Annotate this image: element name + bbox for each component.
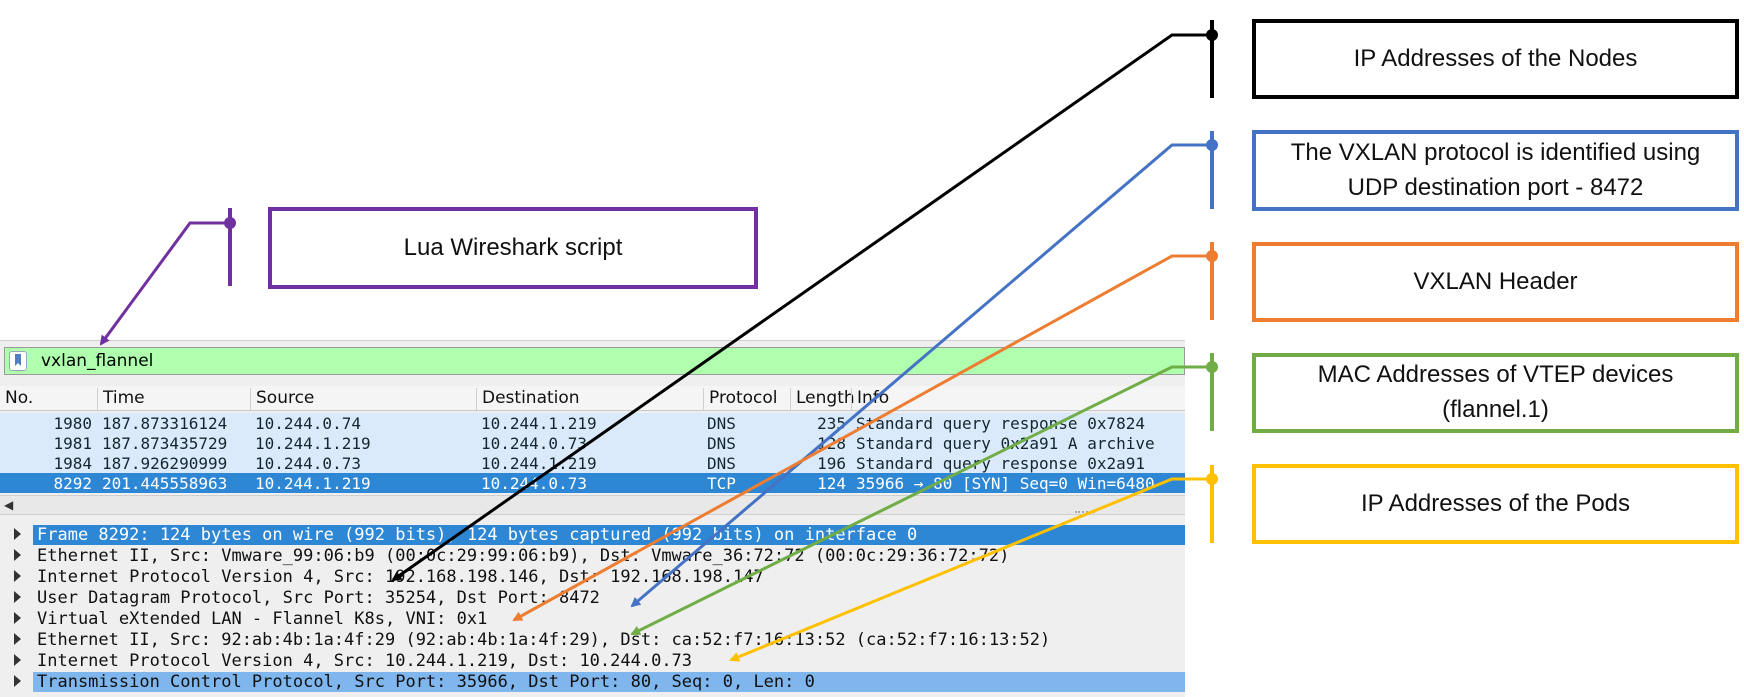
packet-info: Standard query response 0x7824 xyxy=(856,414,1145,433)
callout-vxlan-header: VXLAN Header xyxy=(1252,242,1739,322)
packet-protocol: DNS xyxy=(707,454,736,473)
packet-list-header: No. Time Source Destination Protocol Len… xyxy=(0,386,1185,411)
detail-row-ipv4-inner[interactable]: Internet Protocol Version 4, Src: 10.244… xyxy=(0,650,1185,671)
expand-arrow-icon[interactable] xyxy=(14,612,21,624)
detail-text: Frame 8292: 124 bytes on wire (992 bits)… xyxy=(33,525,1185,545)
packet-destination: 10.244.0.73 xyxy=(481,434,587,453)
packet-length: 196 xyxy=(817,454,846,473)
packet-source: 10.244.1.219 xyxy=(255,474,371,493)
column-header-time[interactable]: Time xyxy=(97,388,251,410)
packet-protocol: DNS xyxy=(707,434,736,453)
callout-text: IP Addresses of the Nodes xyxy=(1353,44,1638,72)
packet-destination: 10.244.0.73 xyxy=(481,474,587,493)
detail-row-ipv4-outer[interactable]: Internet Protocol Version 4, Src: 192.16… xyxy=(0,566,1185,587)
packet-no: 8292 xyxy=(53,474,92,493)
detail-text: Ethernet II, Src: Vmware_99:06:b9 (00:0c… xyxy=(37,546,1010,566)
callout-pod-ips: IP Addresses of the Pods xyxy=(1252,464,1739,544)
packet-protocol: TCP xyxy=(707,474,736,493)
detail-row-vxlan[interactable]: Virtual eXtended LAN - Flannel K8s, VNI:… xyxy=(0,608,1185,629)
expand-arrow-icon[interactable] xyxy=(14,654,21,666)
detail-row-ethernet-outer[interactable]: Ethernet II, Src: Vmware_99:06:b9 (00:0c… xyxy=(0,545,1185,566)
packet-destination: 10.244.1.219 xyxy=(481,414,597,433)
packet-row[interactable]: 1981 187.873435729 10.244.1.219 10.244.0… xyxy=(0,433,1185,453)
display-filter-bar[interactable]: vxlan_flannel xyxy=(4,347,1185,375)
packet-no: 1981 xyxy=(53,434,92,453)
packet-length: 128 xyxy=(817,434,846,453)
callout-vxlan-udp-port: The VXLAN protocol is identified using U… xyxy=(1252,130,1739,211)
expand-arrow-icon[interactable] xyxy=(14,633,21,645)
column-header-length[interactable]: Length xyxy=(790,388,855,410)
packet-source: 10.244.0.74 xyxy=(255,414,361,433)
packet-destination: 10.244.1.219 xyxy=(481,454,597,473)
column-header-protocol[interactable]: Protocol xyxy=(703,388,791,410)
expand-arrow-icon[interactable] xyxy=(14,570,21,582)
packet-info: Standard query 0x2a91 A archive xyxy=(856,434,1155,453)
detail-row-frame[interactable]: Frame 8292: 124 bytes on wire (992 bits)… xyxy=(0,524,1185,545)
packet-time: 187.873316124 xyxy=(102,414,228,433)
packet-time: 187.926290999 xyxy=(102,454,228,473)
detail-row-udp[interactable]: User Datagram Protocol, Src Port: 35254,… xyxy=(0,587,1185,608)
callout-text: (flannel.1) xyxy=(1442,396,1549,423)
detail-text: Transmission Control Protocol, Src Port:… xyxy=(33,672,1185,692)
packet-time: 187.873435729 xyxy=(102,434,228,453)
expand-arrow-icon[interactable] xyxy=(14,675,21,687)
detail-text: Ethernet II, Src: 92:ab:4b:1a:4f:29 (92:… xyxy=(37,630,1051,650)
display-filter-input[interactable]: vxlan_flannel xyxy=(41,351,154,371)
packet-length: 235 xyxy=(817,414,846,433)
column-header-no[interactable]: No. xyxy=(5,388,34,408)
packet-source: 10.244.0.73 xyxy=(255,454,361,473)
packet-row-selected[interactable]: 8292 201.445558963 10.244.1.219 10.244.0… xyxy=(0,473,1185,493)
packet-source: 10.244.1.219 xyxy=(255,434,371,453)
detail-text: Virtual eXtended LAN - Flannel K8s, VNI:… xyxy=(37,609,488,629)
packet-time: 201.445558963 xyxy=(102,474,228,493)
callout-text: VXLAN Header xyxy=(1413,267,1578,295)
packet-row[interactable]: 1984 187.926290999 10.244.0.73 10.244.1.… xyxy=(0,453,1185,473)
callout-text: The VXLAN protocol is identified using xyxy=(1290,138,1701,166)
connector-lua xyxy=(99,208,236,346)
horizontal-scrollbar[interactable]: ◀ xyxy=(0,495,1185,515)
detail-text: Internet Protocol Version 4, Src: 192.16… xyxy=(37,567,764,587)
packet-row[interactable]: 1980 187.873316124 10.244.0.74 10.244.1.… xyxy=(0,413,1185,433)
callout-text: Lua Wireshark script xyxy=(403,233,623,261)
packet-length: 124 xyxy=(817,474,846,493)
expand-arrow-icon[interactable] xyxy=(14,549,21,561)
expand-arrow-icon[interactable] xyxy=(14,591,21,603)
detail-row-tcp[interactable]: Transmission Control Protocol, Src Port:… xyxy=(0,671,1185,692)
callout-text: MAC Addresses of VTEP devices xyxy=(1317,361,1674,389)
packet-no: 1980 xyxy=(53,414,92,433)
packet-protocol: DNS xyxy=(707,414,736,433)
detail-text: Internet Protocol Version 4, Src: 10.244… xyxy=(37,651,693,671)
callout-text: UDP destination port - 8472 xyxy=(1347,173,1644,201)
callout-node-ips: IP Addresses of the Nodes xyxy=(1252,19,1739,99)
packet-info: Standard query response 0x2a91 xyxy=(856,454,1145,473)
column-header-destination[interactable]: Destination xyxy=(476,388,704,410)
detail-row-ethernet-inner[interactable]: Ethernet II, Src: 92:ab:4b:1a:4f:29 (92:… xyxy=(0,629,1185,650)
packet-info: 35966 → 80 [SYN] Seq=0 Win=6480 xyxy=(856,474,1155,493)
detail-text: User Datagram Protocol, Src Port: 35254,… xyxy=(37,588,600,608)
column-header-source[interactable]: Source xyxy=(250,388,477,410)
scroll-left-arrow-icon[interactable]: ◀ xyxy=(4,498,14,512)
callout-vtep-macs: MAC Addresses of VTEP devices (flannel.1… xyxy=(1252,353,1739,433)
callout-text: IP Addresses of the Pods xyxy=(1360,489,1631,517)
wireshark-window: vxlan_flannel No. Time Source Destinatio… xyxy=(0,340,1185,697)
pane-splitter-handle[interactable] xyxy=(1075,511,1095,517)
column-header-info[interactable]: Info xyxy=(851,388,1185,410)
callout-lua-script: Lua Wireshark script xyxy=(268,207,758,289)
bookmark-icon[interactable] xyxy=(9,351,27,371)
expand-arrow-icon[interactable] xyxy=(14,528,21,540)
packet-no: 1984 xyxy=(53,454,92,473)
